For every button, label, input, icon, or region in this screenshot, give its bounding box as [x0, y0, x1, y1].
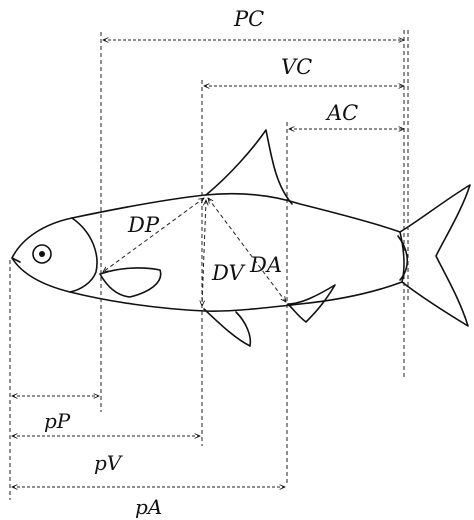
label-pv: pV [94, 451, 124, 475]
anal-fin [287, 284, 336, 323]
label-da: DA [249, 253, 282, 277]
da-dimension-arrow [208, 198, 286, 302]
label-dv: DV [211, 261, 245, 285]
fish-drawing [11, 129, 471, 347]
mouth-line [11, 257, 21, 263]
label-pc: PC [233, 7, 264, 31]
eye-icon [32, 244, 52, 264]
label-dp: DP [127, 213, 160, 237]
label-pa: pA [135, 495, 162, 519]
caudal-fin [399, 184, 471, 327]
label-ac: AC [325, 101, 358, 125]
operculum-line [69, 217, 98, 293]
fish-body-outline [11, 192, 405, 312]
dorsal-fin [205, 129, 293, 205]
label-vc: VC [281, 55, 312, 79]
pelvic-fin [203, 308, 252, 347]
pectoral-fin [99, 267, 162, 298]
caudal-peduncle-line [397, 235, 409, 281]
label-pp: pP [44, 409, 71, 433]
dv-dimension-arrow [202, 200, 206, 306]
